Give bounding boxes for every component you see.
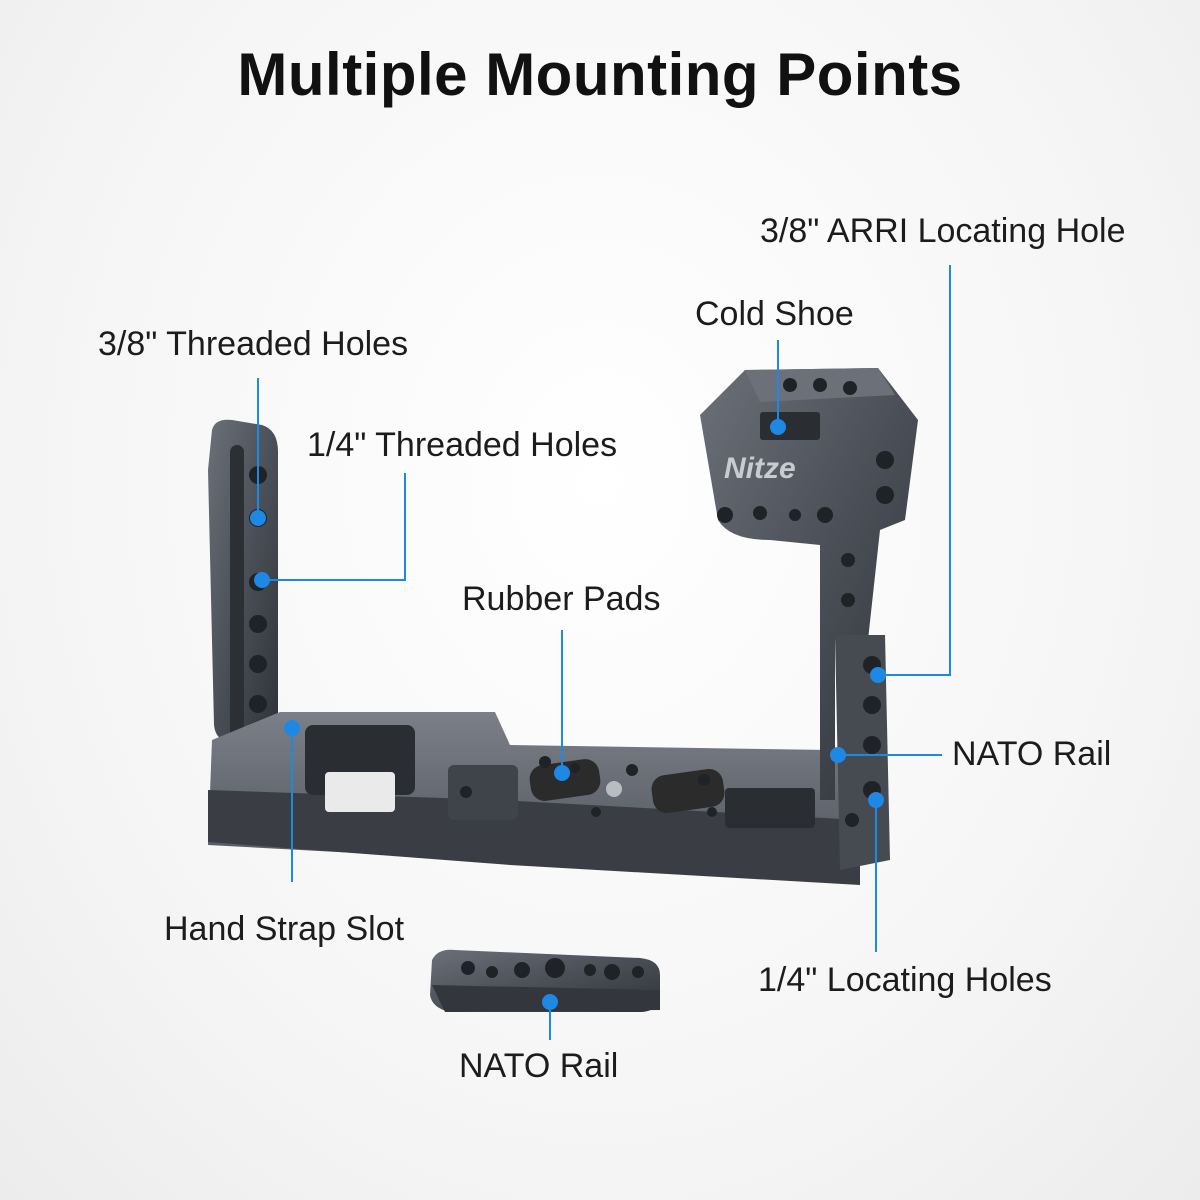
rubber-pads-label: Rubber Pads [462, 580, 661, 618]
nato-rail-bottom-label: NATO Rail [459, 1047, 619, 1085]
nato-rail-right-label: NATO Rail [952, 735, 1112, 773]
hand-strap-slot-label: Hand Strap Slot [164, 910, 405, 948]
cold-shoe-label: Cold Shoe [695, 295, 854, 333]
locating-holes-14-label: 1/4" Locating Holes [758, 961, 1052, 999]
brand-logo: Nitze [724, 452, 796, 485]
base-plate [208, 712, 860, 885]
callout-dots [250, 419, 886, 1010]
page-title: Multiple Mounting Points [237, 41, 963, 108]
threaded-holes-38-label: 3/8" Threaded Holes [98, 325, 409, 363]
right-upright: Nitze [700, 368, 918, 870]
threaded-holes-14-label: 1/4" Threaded Holes [307, 426, 618, 464]
callout-lines [257, 265, 951, 1040]
head-holes [717, 378, 894, 607]
arri-locating-hole-label: 3/8" ARRI Locating Hole [760, 212, 1126, 250]
